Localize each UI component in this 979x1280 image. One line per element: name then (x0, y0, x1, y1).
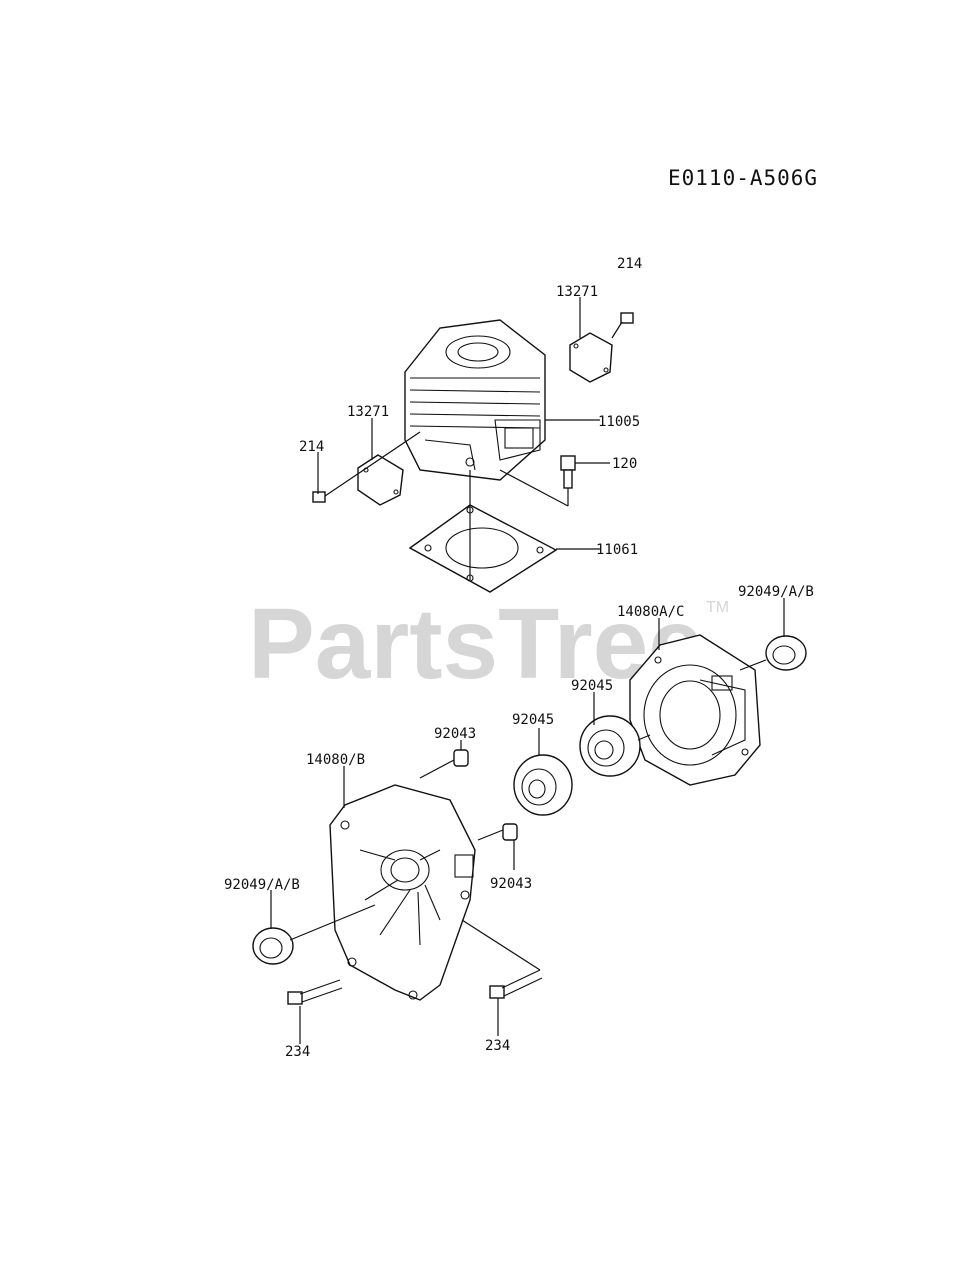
dowel-pin-92043-bottom[interactable] (502, 823, 518, 841)
callout-11005: 11005 (598, 414, 640, 430)
callout-92049-left: 92049/A/B (224, 877, 300, 893)
callout-120: 120 (612, 456, 637, 472)
gasket-13271-left[interactable] (357, 454, 404, 506)
bearing-92045-right[interactable] (579, 715, 641, 777)
bolt-234-right[interactable] (489, 969, 543, 999)
bolt-214-left[interactable] (312, 491, 326, 503)
cylinder-part[interactable] (404, 319, 546, 481)
callout-14080a-c: 14080A/C (617, 604, 684, 620)
callout-234-right: 234 (485, 1038, 510, 1054)
bearing-92045-left[interactable] (513, 754, 573, 816)
bolt-214-right[interactable] (620, 312, 634, 324)
callout-11061: 11061 (596, 542, 638, 558)
callout-14080-b: 14080/B (306, 752, 365, 768)
callout-92043-bottom: 92043 (490, 876, 532, 892)
callout-92049-right: 92049/A/B (738, 584, 814, 600)
dowel-pin-92043-top[interactable] (453, 749, 469, 767)
callout-13271-right: 13271 (556, 284, 598, 300)
gasket-13271-right[interactable] (569, 332, 613, 383)
callout-92045-right: 92045 (571, 678, 613, 694)
watermark-text: PartsTree (248, 588, 704, 700)
oil-seal-92049-left[interactable] (252, 927, 294, 965)
oil-seal-92049-right[interactable] (765, 635, 807, 671)
leader-lines (270, 297, 785, 1044)
callout-92043-top: 92043 (434, 726, 476, 742)
cylinder-gasket-11061[interactable] (408, 504, 558, 593)
callout-labels: 214 13271 11005 13271 214 120 11061 9204… (224, 256, 814, 1060)
callout-214-left: 214 (299, 439, 324, 455)
diagram-code: E0110-A506G (668, 166, 819, 190)
bolt-234-left[interactable] (287, 979, 343, 1005)
watermark-trademark: TM (706, 599, 729, 616)
crankcase-14080a-c[interactable] (629, 634, 761, 786)
callout-92045-left: 92045 (512, 712, 554, 728)
callout-13271-left: 13271 (347, 404, 389, 420)
callout-234-left: 234 (285, 1044, 310, 1060)
crankcase-14080-b[interactable] (329, 784, 476, 1001)
bolt-120[interactable] (560, 455, 576, 489)
callout-214-top: 214 (617, 256, 642, 272)
